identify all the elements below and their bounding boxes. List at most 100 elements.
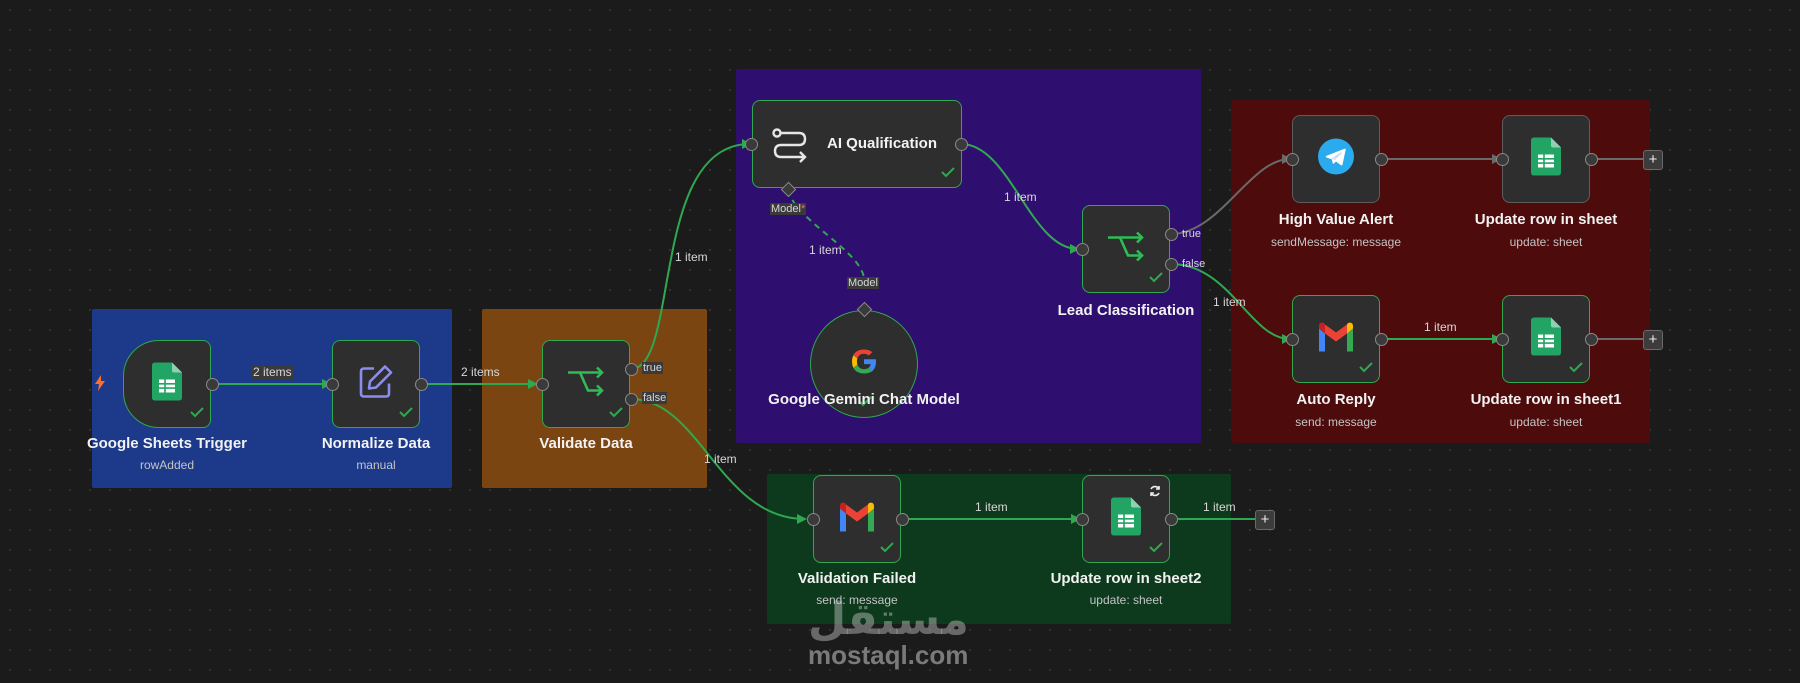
- output-port-true[interactable]: [625, 363, 638, 376]
- google-icon: [849, 347, 879, 382]
- output-port[interactable]: [1375, 333, 1388, 346]
- output-port-false[interactable]: [1165, 258, 1178, 271]
- port-label-true: true: [1182, 228, 1201, 240]
- node-title: Update row in sheet2: [1050, 570, 1202, 587]
- edge-label: 1 item: [1424, 320, 1457, 334]
- output-port[interactable]: [415, 378, 428, 391]
- input-port[interactable]: [1076, 243, 1089, 256]
- output-port[interactable]: [1585, 153, 1598, 166]
- edge-label: 1 item: [1004, 190, 1037, 204]
- output-port-true[interactable]: [1165, 228, 1178, 241]
- node-update-row-in-sheet2[interactable]: [1082, 475, 1170, 563]
- port-label-false: false: [1182, 258, 1206, 270]
- node-subtitle: update: sheet: [1509, 415, 1583, 429]
- success-check-icon: [1359, 360, 1373, 378]
- edge-label: 1 item: [1203, 500, 1236, 514]
- node-title: Normalize Data: [321, 435, 431, 452]
- edge-label: 1 item: [675, 250, 708, 264]
- node-subtitle: manual: [356, 458, 396, 472]
- required-marker: *: [800, 203, 806, 215]
- node-high-value-alert[interactable]: [1292, 115, 1380, 203]
- input-port[interactable]: [1496, 333, 1509, 346]
- edge-label: 1 item: [975, 500, 1008, 514]
- google-sheets-icon: [152, 362, 182, 406]
- node-ai-qualification[interactable]: AI Qualification: [752, 100, 962, 188]
- add-node-button[interactable]: +: [1255, 510, 1275, 530]
- gmail-icon: [1317, 322, 1355, 357]
- node-title: Validation Failed: [797, 570, 917, 587]
- node-validation-failed[interactable]: [813, 475, 901, 563]
- node-title: Google Gemini Chat Model: [768, 391, 960, 408]
- success-check-icon: [399, 405, 413, 423]
- watermark-text: mostaql.com: [808, 640, 969, 670]
- node-subtitle: sendMessage: message: [1270, 235, 1402, 249]
- node-subtitle: send: message: [816, 593, 898, 607]
- output-port[interactable]: [206, 378, 219, 391]
- node-google-gemini-chat-model[interactable]: [810, 310, 918, 418]
- success-check-icon: [880, 540, 894, 558]
- input-port[interactable]: [745, 138, 758, 151]
- output-port[interactable]: [1165, 513, 1178, 526]
- edge-label: 1 item: [809, 243, 842, 257]
- google-sheets-icon: [1531, 137, 1561, 181]
- edge-label: 2 items: [251, 365, 294, 379]
- output-port[interactable]: [955, 138, 968, 151]
- node-subtitle: update: sheet: [1089, 593, 1163, 607]
- node-lead-classification[interactable]: [1082, 205, 1170, 293]
- input-port[interactable]: [807, 513, 820, 526]
- input-port[interactable]: [1076, 513, 1089, 526]
- model-port-label: Model*: [770, 203, 807, 215]
- input-port[interactable]: [1286, 153, 1299, 166]
- node-google-sheets-trigger[interactable]: [123, 340, 211, 428]
- input-port[interactable]: [1286, 333, 1299, 346]
- node-subtitle: update: sheet: [1509, 235, 1583, 249]
- node-title: Google Sheets Trigger: [86, 435, 248, 452]
- node-title: Update row in sheet1: [1470, 391, 1622, 408]
- edit-icon: [358, 364, 394, 405]
- node-subtitle: send: message: [1295, 415, 1377, 429]
- node-auto-reply[interactable]: [1292, 295, 1380, 383]
- node-title: High Value Alert: [1278, 211, 1394, 228]
- success-check-icon: [1149, 540, 1163, 558]
- output-port[interactable]: [1585, 333, 1598, 346]
- node-title: Auto Reply: [1296, 391, 1376, 408]
- input-port[interactable]: [1496, 153, 1509, 166]
- edge-label: 1 item: [1213, 295, 1246, 309]
- google-sheets-icon: [1111, 497, 1141, 541]
- port-label-false: false: [642, 392, 668, 404]
- node-update-row-in-sheet1[interactable]: [1502, 295, 1590, 383]
- success-check-icon: [858, 394, 872, 412]
- ai-agent-icon: [771, 127, 809, 168]
- node-update-row-in-sheet[interactable]: [1502, 115, 1590, 203]
- edge-label: 2 items: [461, 365, 500, 379]
- watermark-logo: مستقل: [808, 594, 969, 645]
- output-port[interactable]: [896, 513, 909, 526]
- success-check-icon: [1569, 360, 1583, 378]
- success-check-icon: [1149, 270, 1163, 288]
- port-label-true: true: [642, 362, 663, 374]
- if-branch-icon: [566, 364, 606, 405]
- node-normalize-data[interactable]: [332, 340, 420, 428]
- input-port[interactable]: [326, 378, 339, 391]
- gmail-icon: [838, 502, 876, 537]
- trigger-bolt-icon: [94, 375, 106, 396]
- node-subtitle: rowAdded: [139, 458, 195, 472]
- gemini-port-label: Model: [847, 277, 879, 289]
- success-check-icon: [941, 165, 955, 183]
- telegram-icon: [1318, 138, 1354, 180]
- model-port-text: Model: [771, 203, 801, 215]
- sync-icon: [1149, 484, 1161, 502]
- input-port[interactable]: [536, 378, 549, 391]
- if-branch-icon: [1106, 229, 1146, 270]
- node-title: Validate Data: [539, 435, 633, 452]
- success-check-icon: [190, 405, 204, 423]
- node-validate-data[interactable]: [542, 340, 630, 428]
- add-node-button[interactable]: +: [1643, 150, 1663, 170]
- success-check-icon: [609, 405, 623, 423]
- node-title: AI Qualification: [827, 135, 938, 152]
- output-port[interactable]: [1375, 153, 1388, 166]
- edge-label: 1 item: [704, 452, 737, 466]
- node-title: Update row in sheet: [1474, 211, 1618, 228]
- add-node-button[interactable]: +: [1643, 330, 1663, 350]
- output-port-false[interactable]: [625, 393, 638, 406]
